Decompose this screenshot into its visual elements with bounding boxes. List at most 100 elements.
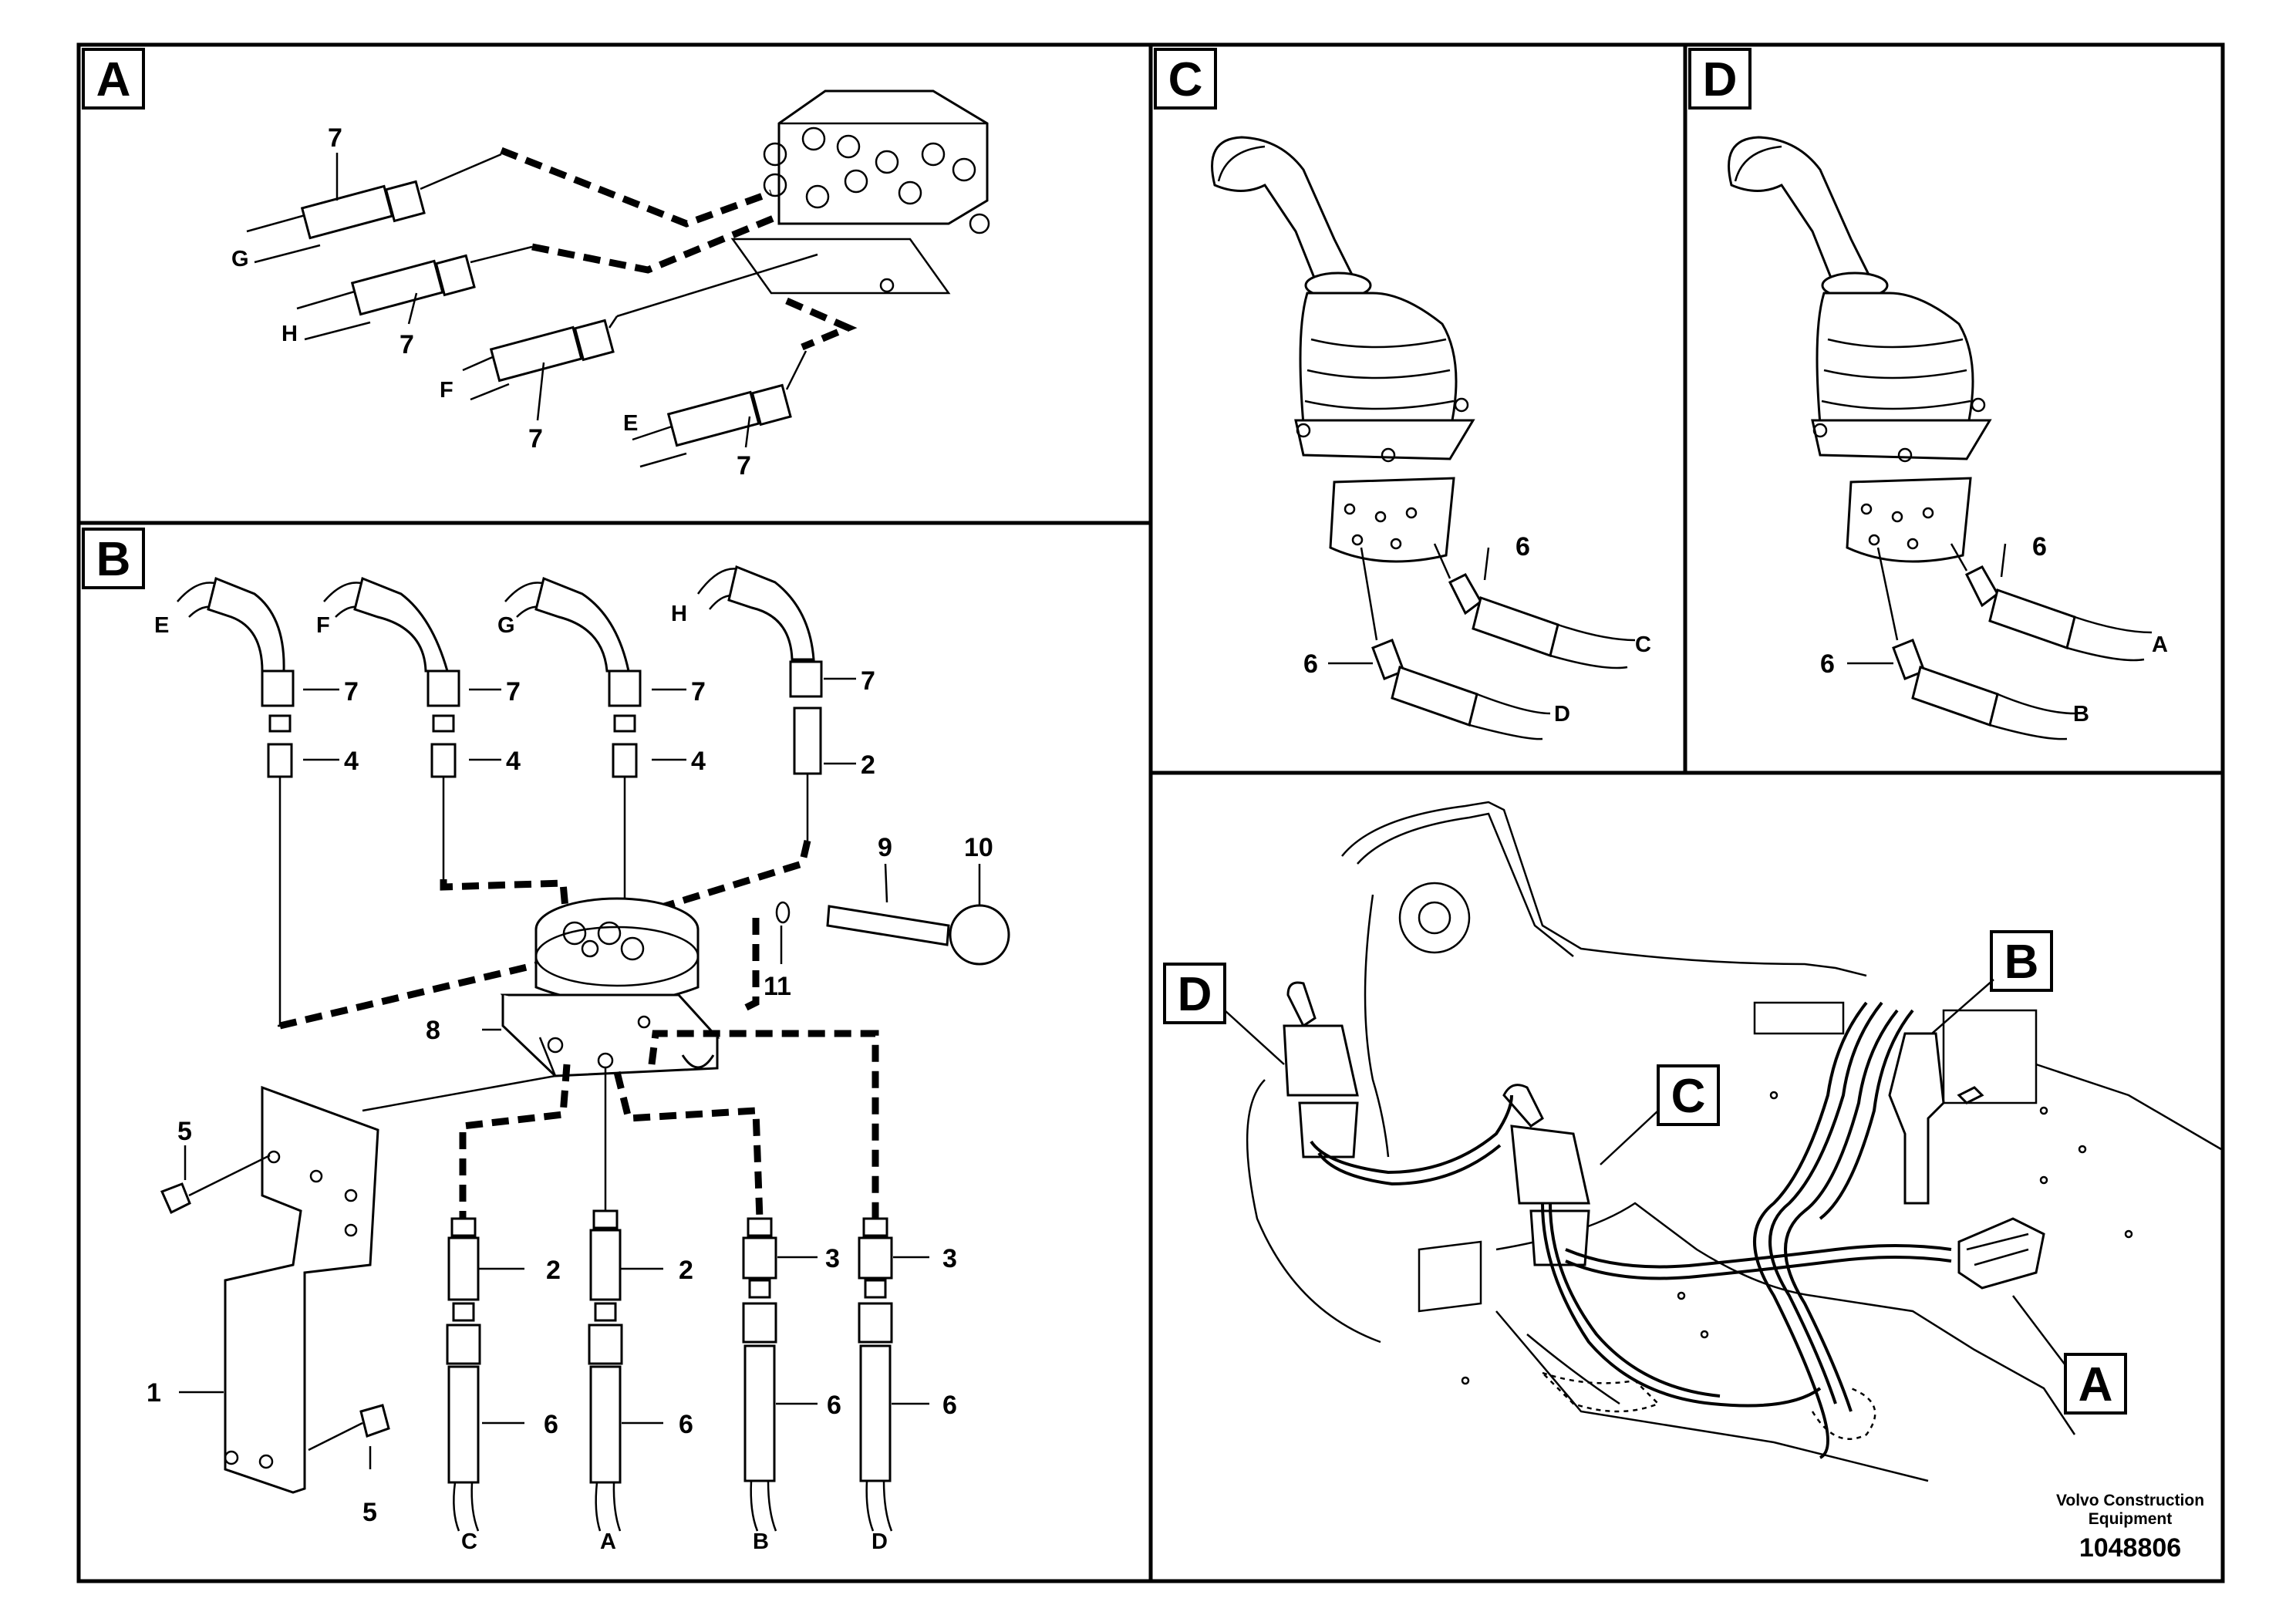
item-6-label: 6 [942,1391,957,1420]
hose-label-c: C [461,1529,477,1554]
hose-f [462,315,619,401]
joystick-c [1502,1084,1590,1266]
item-6-label: 6 [1820,649,1835,679]
item-6-label: 6 [679,1410,693,1439]
svg-text:C: C [1168,53,1203,106]
hose-label-a: A [2152,632,2168,657]
hose-label-f: F [440,378,453,403]
item-5-label: 5 [362,1498,377,1527]
hose-label-g: G [497,613,515,638]
elbow-hose-h [696,565,823,841]
item-7-label: 7 [400,330,414,359]
item-7-label: 7 [506,677,521,706]
hose-label-a: A [600,1529,616,1554]
pipe-c [459,1064,571,1219]
bottom-hose-d [858,1217,893,1532]
pipe-d [648,1030,879,1219]
hose-label-d: D [1554,702,1570,727]
item-11-label: 11 [764,972,791,1001]
pipe-g [500,147,773,228]
svg-text:D: D [1703,53,1738,106]
pipe-f [440,879,571,926]
hose-label-d: D [872,1529,888,1554]
pipe-e [278,960,541,1030]
pipe-h [531,212,781,274]
remote-control-valve [500,897,720,1077]
callout-a: A [2012,1295,2127,1415]
hose-label-b: B [753,1529,769,1554]
handle-lever [775,901,1010,966]
panel-d-tag: D [1688,48,1752,110]
hose-label-b: B [2073,702,2089,727]
item-5-label: 5 [177,1117,192,1146]
item-6-label: 6 [1303,649,1318,679]
company-name-line2: Equipment [2089,1510,2173,1528]
item-3-label: 3 [942,1244,957,1273]
callout-c: C [1600,1064,1720,1165]
pipe-b [613,1071,764,1219]
hose-label-c: C [1635,632,1651,657]
item-3-label: 3 [825,1244,840,1273]
item-9-label: 9 [878,833,892,862]
svg-text:B: B [96,533,131,586]
elbow-hose-f [323,576,460,883]
item-10-label: 10 [964,833,993,862]
hose-label-h: H [282,322,298,346]
svg-text:D: D [1178,968,1212,1021]
item-2-label: 2 [546,1256,561,1285]
footer-block: Volvo Construction Equipment 1048806 [2056,1492,2204,1563]
overview-drawing: D C B A [1163,801,2222,1482]
hose-h [296,245,533,341]
item-4-label: 4 [344,747,359,776]
item-6-label: 6 [1515,532,1530,561]
svg-text:B: B [2004,936,2039,989]
pipe-e [785,297,858,351]
document-number: 1048806 [2079,1533,2181,1563]
item-8-label: 8 [426,1016,440,1045]
svg-text:A: A [96,53,131,106]
callout-b: B [1931,930,2053,1034]
bolt-lower [308,1404,390,1452]
item-1-label: 1 [147,1378,161,1408]
panel-a-drawing: G H F E 7 7 7 7 [231,89,990,481]
item-4-label: 4 [506,747,521,776]
elbow-hose-g [504,576,642,918]
elbow-hose-e [177,576,295,1026]
item-7-label: 7 [344,677,359,706]
callout-d: D [1163,963,1285,1065]
panel-d-drawing: 6 6 A B [1728,136,2168,740]
hose-label-e: E [154,613,169,638]
bottom-hose-a [588,1209,623,1532]
mounting-bracket [224,1085,379,1494]
hose-g [246,153,502,264]
item-2-label: 2 [679,1256,693,1285]
item-6-label: 6 [544,1410,558,1439]
bottom-hose-c [446,1217,481,1532]
item-6-label: 6 [827,1391,841,1420]
joystick-d [1283,981,1359,1158]
pilot-valve-block [730,89,990,295]
bottom-hose-b [742,1217,777,1532]
item-6-label: 6 [2032,532,2047,561]
panel-b-drawing: E F G H 7 7 7 7 4 4 4 2 9 10 11 8 5 1 5 … [147,565,1010,1554]
hose-label-g: G [231,247,249,271]
item-7-label: 7 [737,451,751,481]
hose-label-h: H [671,602,687,626]
panel-b-tag: B [82,528,145,589]
company-name-line1: Volvo Construction [2056,1492,2204,1509]
panel-overview-frame [1148,771,2225,1583]
item-7-label: 7 [691,677,706,706]
item-7-label: 7 [328,123,342,153]
panel-a-frame [76,42,1153,525]
svg-text:C: C [1671,1070,1706,1123]
svg-text:A: A [2079,1358,2113,1411]
item-7-label: 7 [528,424,543,454]
pipe-11 [738,918,760,1014]
hose-e [632,350,807,468]
hose-label-f: F [316,613,330,638]
panel-c-tag: C [1154,48,1217,110]
hose-label-e: E [623,411,638,436]
bolt-upper [160,1154,271,1215]
item-2-label: 2 [861,750,875,780]
